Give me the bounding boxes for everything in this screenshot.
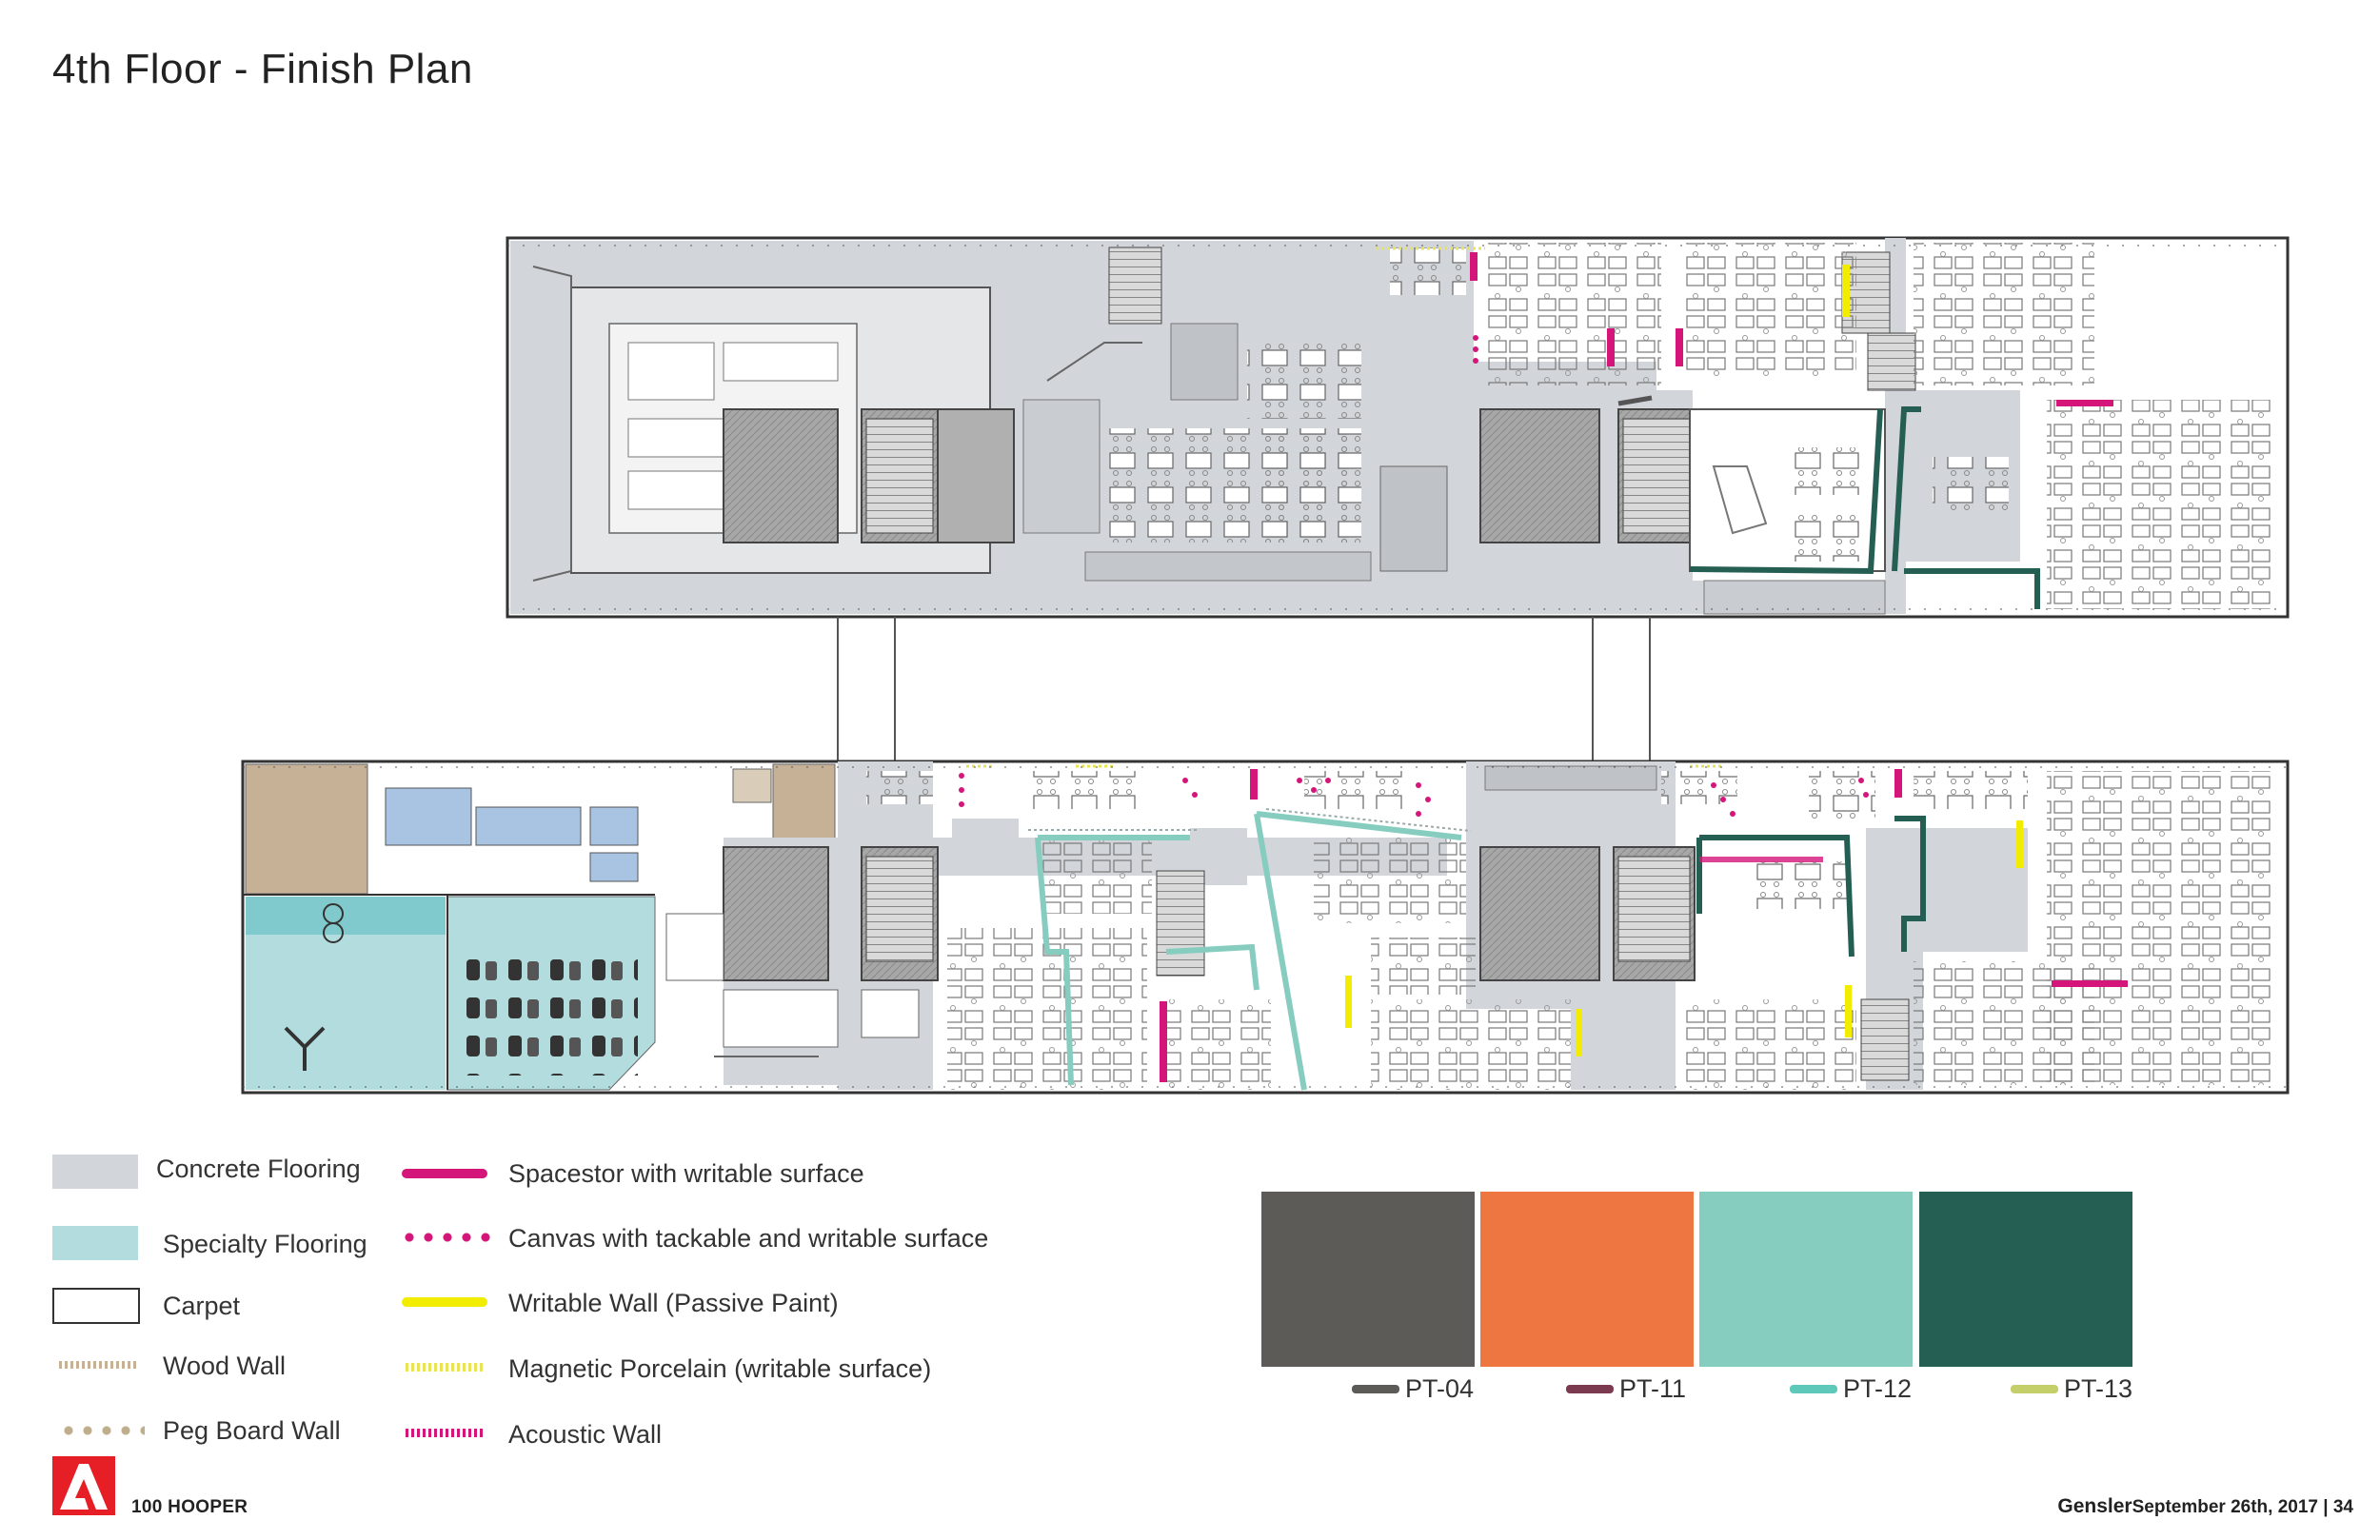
- lower-building: [241, 760, 2290, 1095]
- acoustic-swatch: [406, 1429, 484, 1437]
- floor-plan: [241, 236, 2290, 1095]
- writable-wall-swatch: [402, 1297, 487, 1307]
- specialty-swatch: [52, 1226, 138, 1260]
- spacestor-swatch: [402, 1169, 487, 1178]
- writable-wall-label: Writable Wall (Passive Paint): [508, 1289, 839, 1317]
- magnetic-label: Magnetic Porcelain (writable surface): [508, 1354, 932, 1383]
- bridge-connectors: [837, 617, 1651, 761]
- footer-date-page: September 26th, 2017 | 34: [2132, 1497, 2353, 1517]
- pt11-label: PT-11: [1566, 1374, 1686, 1404]
- pt11-block: [1480, 1192, 1694, 1367]
- peg-board-swatch: [59, 1426, 145, 1435]
- pt12-block: [1699, 1192, 1913, 1367]
- pt04-block: [1261, 1192, 1475, 1367]
- wood-wall-swatch: [59, 1361, 137, 1369]
- pt13-label: PT-13: [2011, 1374, 2132, 1404]
- spacestor-label: Spacestor with writable surface: [508, 1159, 864, 1188]
- carpet-label: Carpet: [163, 1292, 241, 1320]
- upper-building: [506, 236, 2290, 619]
- specialty-label: Specialty Flooring: [163, 1230, 367, 1258]
- adobe-logo-icon: [52, 1456, 115, 1515]
- gensler-brand: Gensler: [2057, 1495, 2132, 1517]
- concrete-swatch: [52, 1155, 138, 1189]
- magnetic-swatch: [406, 1363, 484, 1372]
- peg-board-label: Peg Board Wall: [163, 1416, 341, 1445]
- canvas-swatch: [400, 1233, 491, 1242]
- footer-credit: GenslerSeptember 26th, 2017 | 34: [2057, 1495, 2353, 1518]
- client-name: 100 HOOPER: [131, 1497, 248, 1517]
- pt13-block: [1919, 1192, 2132, 1367]
- pt04-label: PT-04: [1352, 1374, 1474, 1404]
- canvas-label: Canvas with tackable and writable surfac…: [508, 1224, 989, 1253]
- acoustic-label: Acoustic Wall: [508, 1420, 663, 1449]
- wood-wall-label: Wood Wall: [163, 1352, 287, 1380]
- carpet-swatch: [52, 1288, 140, 1324]
- concrete-label: Concrete Flooring: [156, 1155, 361, 1183]
- pt12-label: PT-12: [1790, 1374, 1912, 1404]
- page-title: 4th Floor - Finish Plan: [52, 46, 473, 92]
